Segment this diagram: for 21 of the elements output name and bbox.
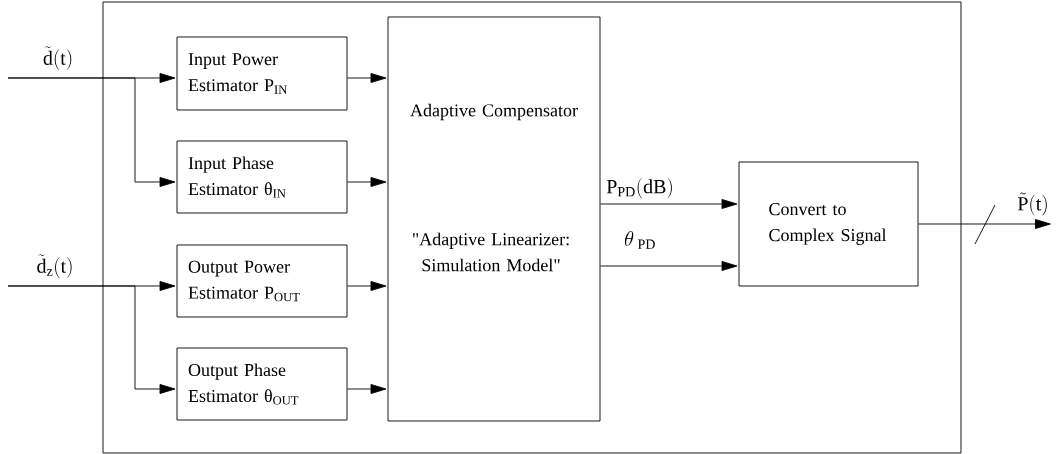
- outer-frame: [102, 1, 962, 454]
- arrow: [7, 285, 176, 394]
- arrow: [918, 204, 1051, 245]
- compensator-box: Adaptive Compensator "Adaptive Linearizer: Simulation Model": [387, 16, 601, 422]
- edge-label: $\tilde{\mathrm{P}}(\mathrm{t})$: [1017, 192, 1047, 216]
- process-box: Input Phase Estimator θ$_{IN}$: [176, 140, 348, 214]
- arrow: [600, 261, 738, 271]
- edge-label: $\mathrm{P}_{\mathrm{PD}}(\mathrm{dB})$: [606, 177, 672, 199]
- arrow: [347, 73, 387, 83]
- process-box: Output Phase Estimator θ$_{OUT}$: [176, 347, 348, 421]
- process-box: Output Power Estimator P$_{OUT}$: [176, 244, 348, 318]
- arrow: [347, 384, 387, 394]
- arrow: [600, 199, 738, 209]
- arrow: [347, 281, 387, 291]
- edge-label: $\theta_{\;\mathrm{PD}}$: [624, 231, 655, 249]
- edge-label: $\tilde{\mathrm{d}}(\mathrm{t})$: [43, 46, 72, 70]
- process-box: Convert to Complex Signal: [738, 161, 919, 287]
- edge-label: $\tilde{\mathrm{d}}_{\mathrm{z}}(\mathrm{t})$: [37, 254, 72, 278]
- arrow: [347, 177, 387, 187]
- arrow: [7, 77, 176, 187]
- process-box: Input Power Estimator P$_{IN}$: [176, 36, 348, 111]
